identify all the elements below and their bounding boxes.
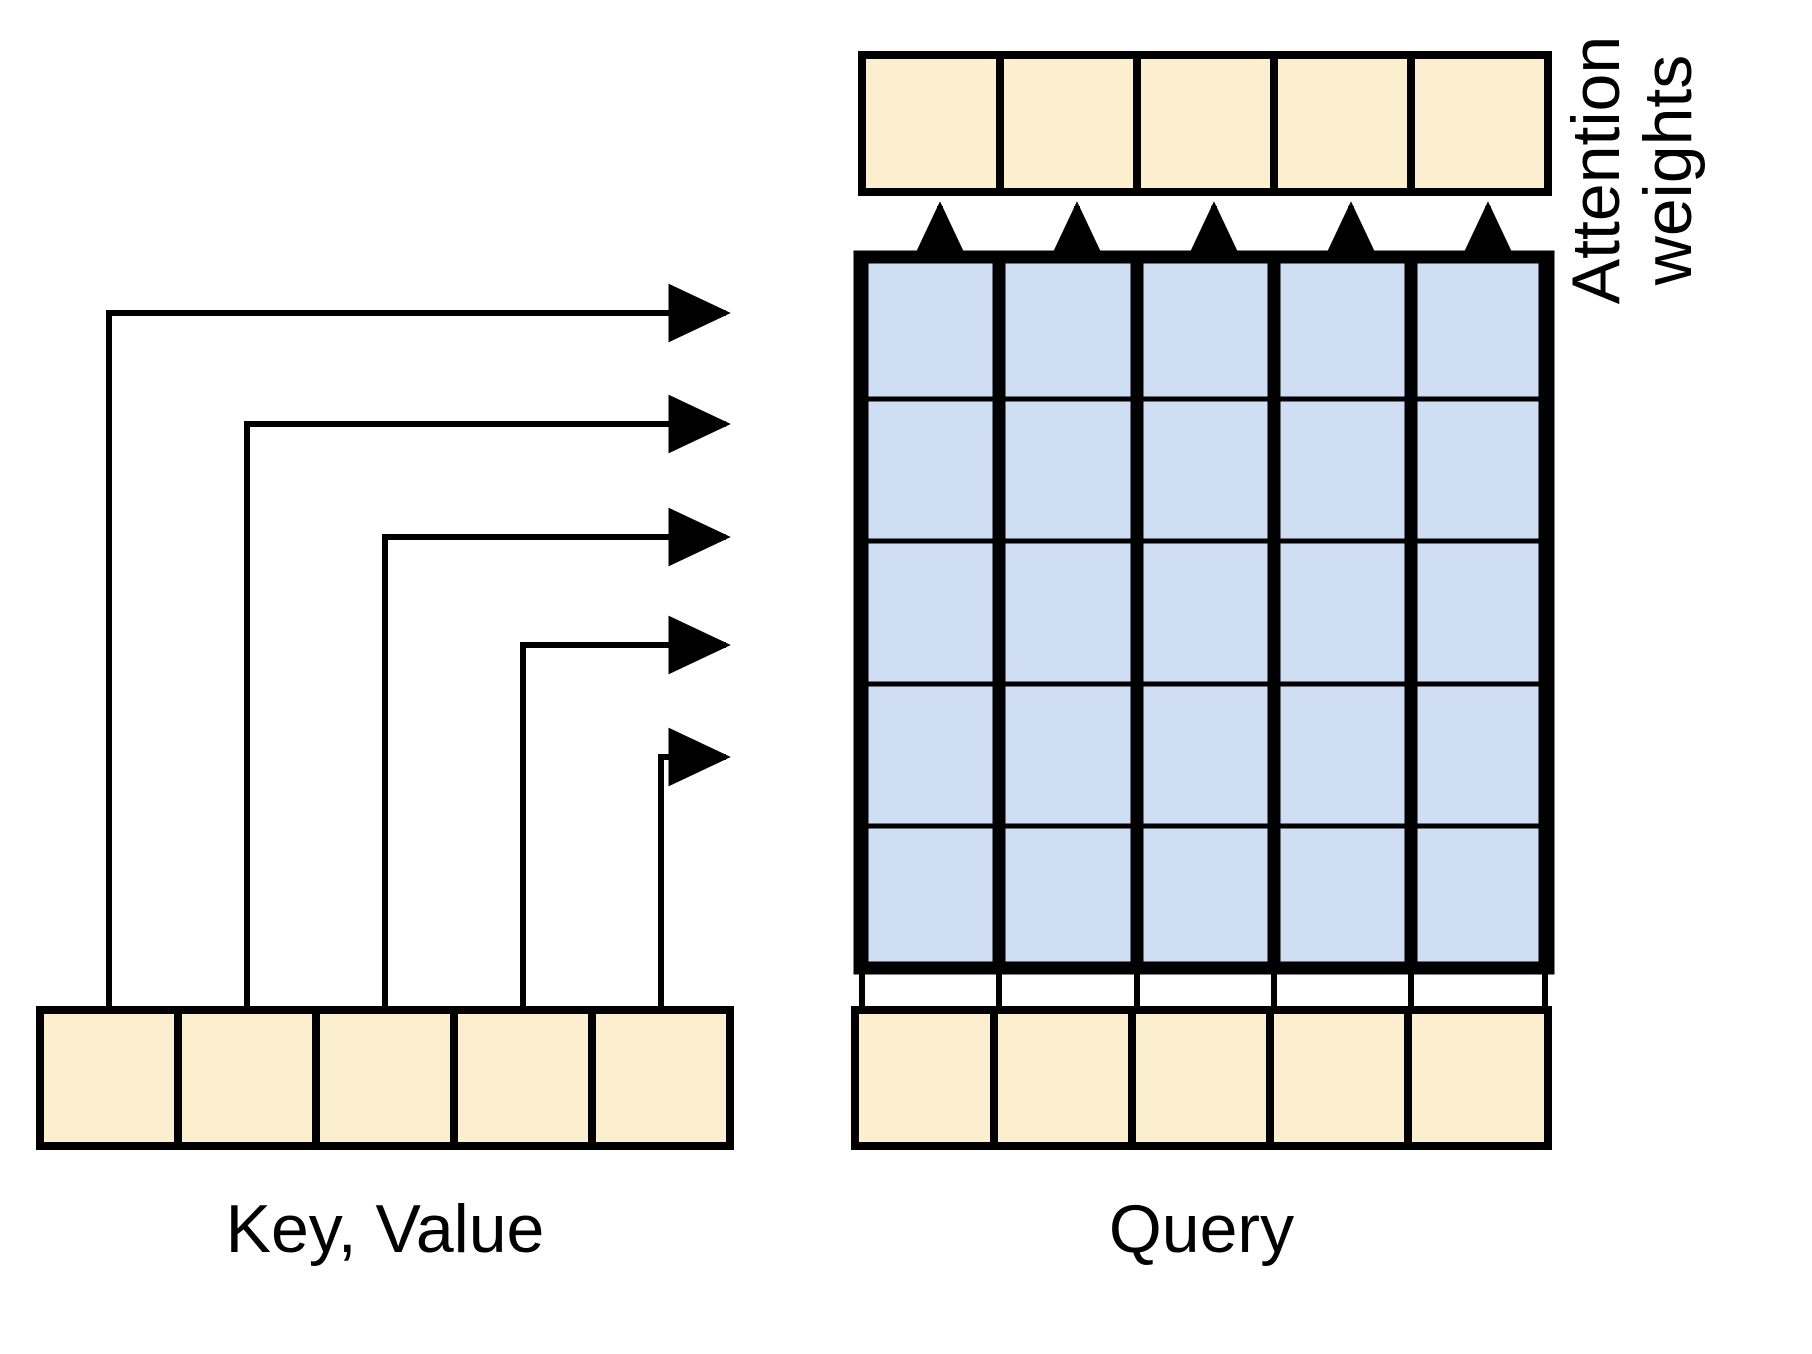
kv-connector-1 <box>106 283 731 1010</box>
query-row-separators <box>990 1010 1412 1146</box>
matrix-background <box>860 257 1548 968</box>
key-value-row-separators <box>174 1010 596 1146</box>
key-value-label: Key, Value <box>225 1191 545 1267</box>
output-row-separators <box>996 55 1415 192</box>
key-value-row-frame <box>36 1006 734 1150</box>
keyvalue-to-matrix-connectors <box>106 283 731 1010</box>
attention-weight-matrix[interactable] <box>853 250 1555 975</box>
kv-connector-5 <box>658 727 731 1010</box>
kv-connector-2 <box>244 394 731 1010</box>
query-to-matrix-connectors <box>859 968 1548 1010</box>
matrix-row-separators <box>860 396 1548 829</box>
attention-weights-line-2: weights <box>1630 54 1707 286</box>
key-value-row[interactable] <box>36 1006 734 1150</box>
matrix-to-output-connectors <box>910 201 1518 264</box>
query-label: Query <box>1108 1191 1295 1267</box>
output-row-frame <box>858 51 1552 196</box>
query-row[interactable] <box>851 1006 1552 1150</box>
output-row[interactable] <box>858 51 1552 196</box>
attention-weights-label: Attention weights <box>1558 0 1707 390</box>
kv-connector-4 <box>520 615 731 1010</box>
query-row-frame <box>851 1006 1552 1150</box>
attention-weights-line-1: Attention <box>1558 35 1634 305</box>
kv-connector-3 <box>382 507 731 1010</box>
